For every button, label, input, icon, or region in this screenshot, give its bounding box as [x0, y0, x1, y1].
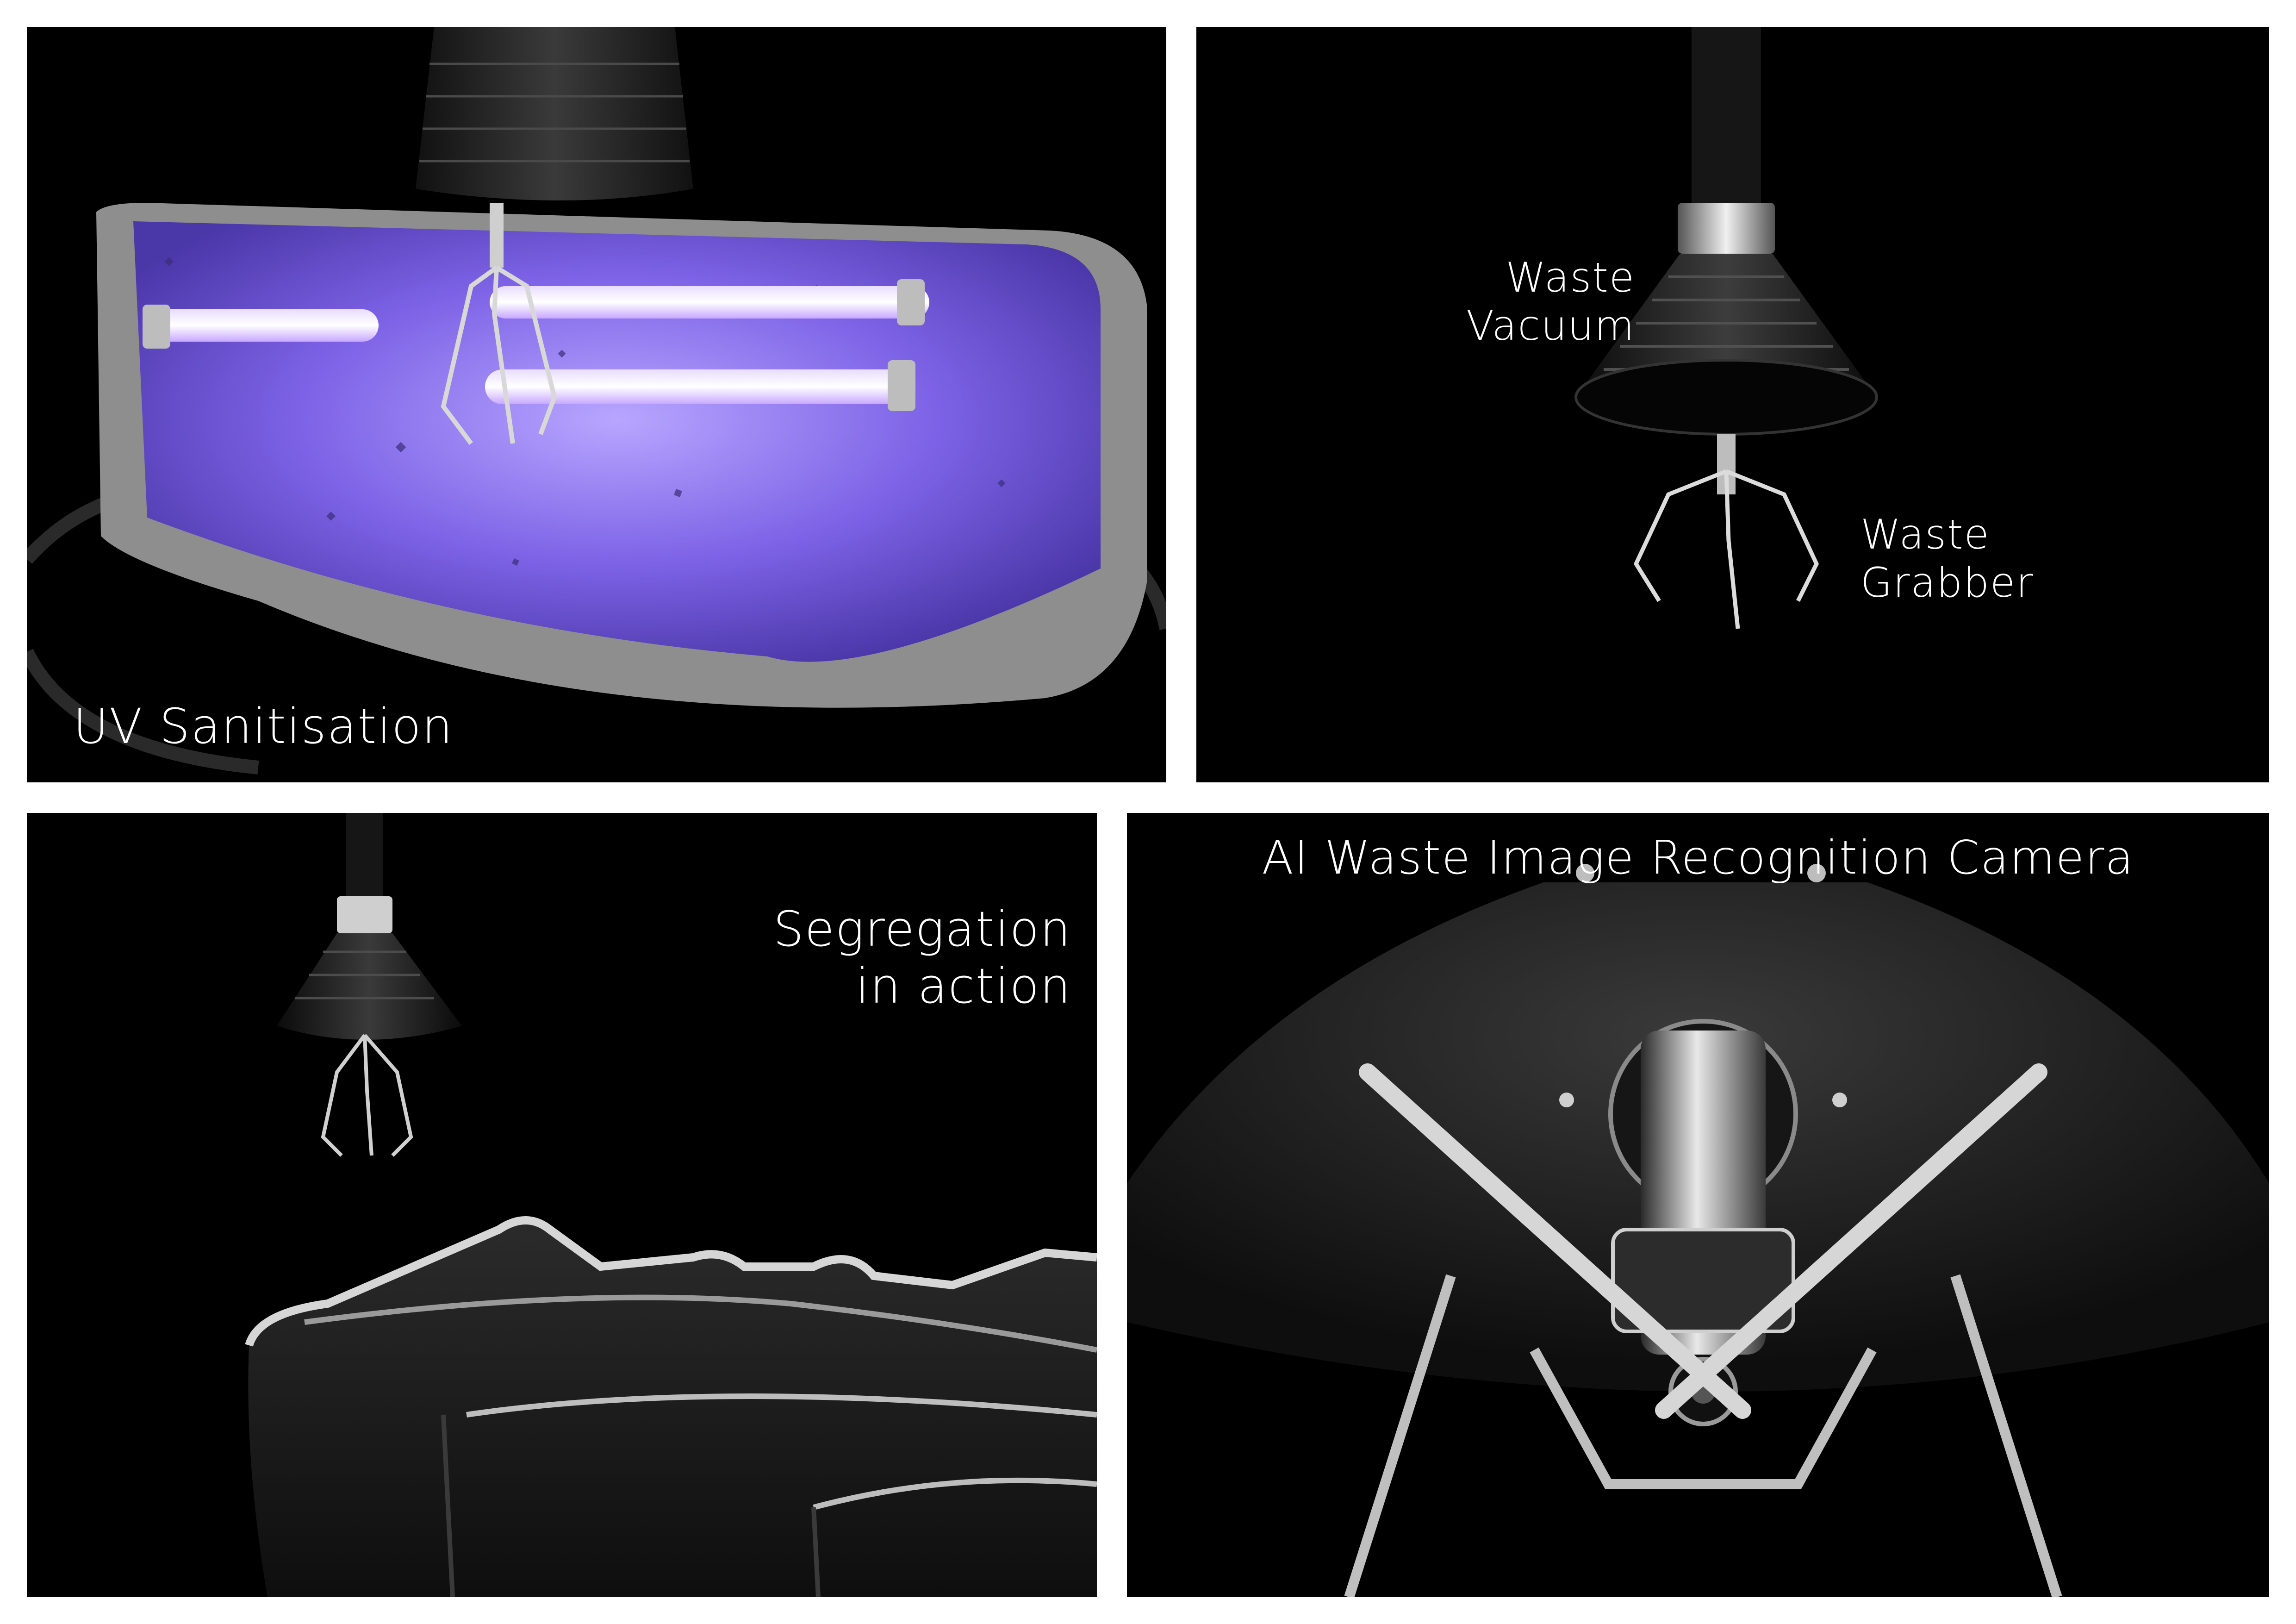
uv-sanitisation-caption: UV Sanitisation — [73, 698, 454, 755]
segregation-caption: Segregation in action — [773, 901, 1071, 1014]
tool-closeup-panel: Waste Vacuum Waste Grabber — [1196, 27, 2269, 782]
vacuum-grabber-render — [1574, 27, 1878, 629]
waste-grabber-label: Waste Grabber — [1860, 511, 2034, 606]
segregation-bins-render — [245, 813, 1097, 1597]
uv-sanitisation-panel: UV Sanitisation — [27, 27, 1166, 782]
ai-camera-caption: AI Waste Image Recognition Camera — [1262, 831, 2134, 885]
ai-camera-render — [1127, 864, 2269, 1597]
waste-vacuum-label: Waste Vacuum — [1466, 254, 1635, 350]
segregation-panel: Segregation in action — [27, 813, 1097, 1597]
ai-camera-panel: AI Waste Image Recognition Camera — [1127, 813, 2269, 1597]
uv-chamber-render — [27, 27, 1166, 775]
